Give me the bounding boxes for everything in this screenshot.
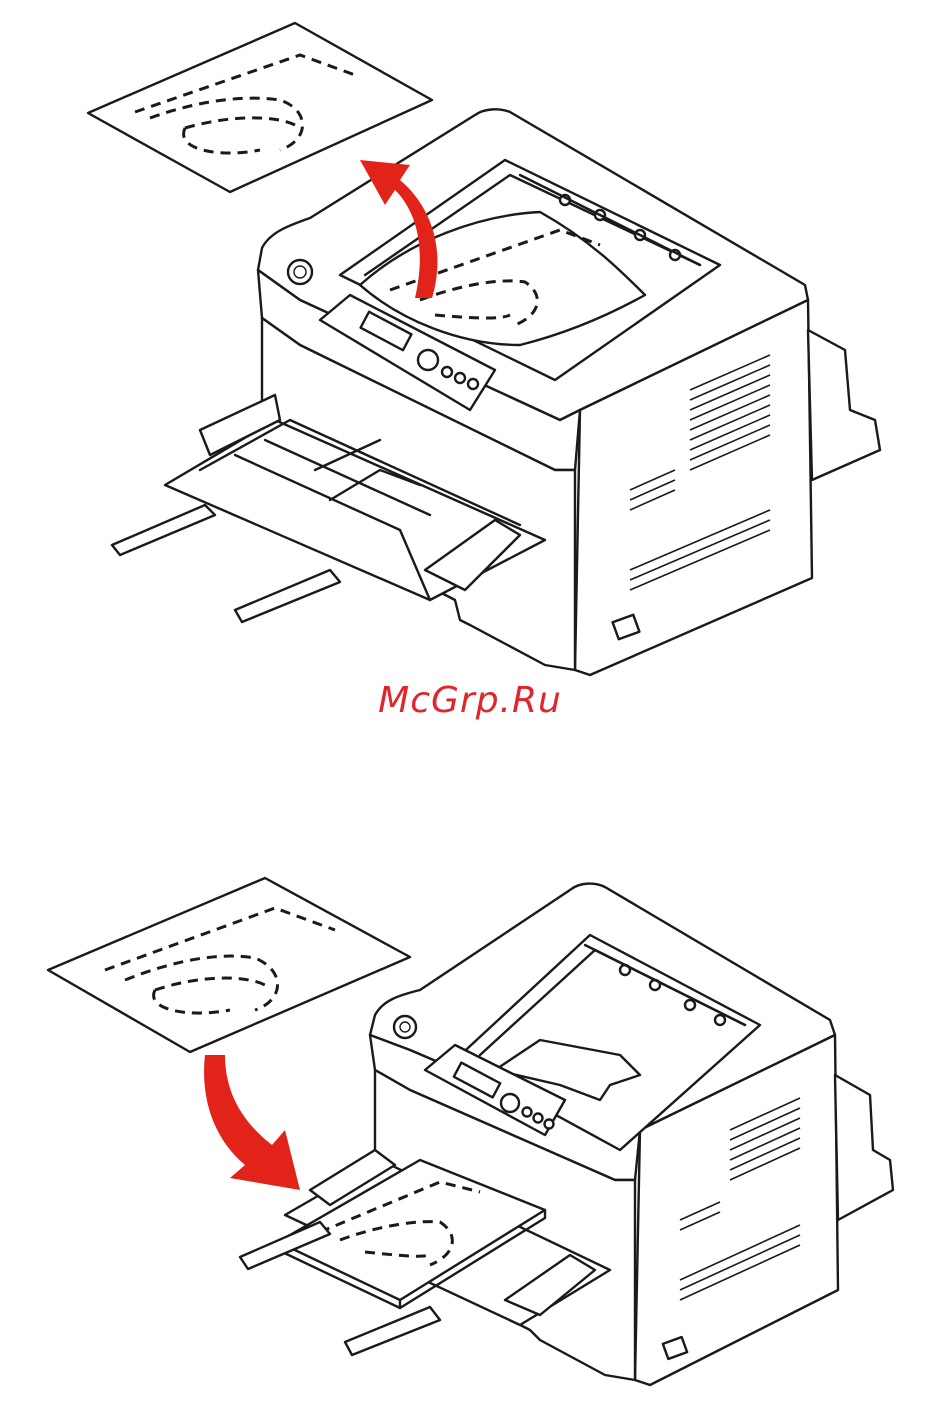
paper-sheet [48, 878, 410, 1052]
watermark: McGrp.Ru [0, 680, 940, 721]
remove-paper-svg [0, 0, 940, 680]
remove-paper-illustration [0, 0, 940, 680]
power-button-icon [394, 1016, 416, 1038]
nav-button-icon [418, 350, 438, 370]
watermark-text: McGrp.Ru [378, 680, 562, 721]
load-paper-svg [0, 860, 940, 1407]
load-paper-illustration [0, 860, 940, 1407]
printer-body [258, 109, 880, 675]
nav-button-icon [501, 1094, 519, 1112]
arrow-down-icon [204, 1055, 300, 1190]
printer-body [370, 884, 893, 1385]
power-button-icon [288, 260, 312, 284]
